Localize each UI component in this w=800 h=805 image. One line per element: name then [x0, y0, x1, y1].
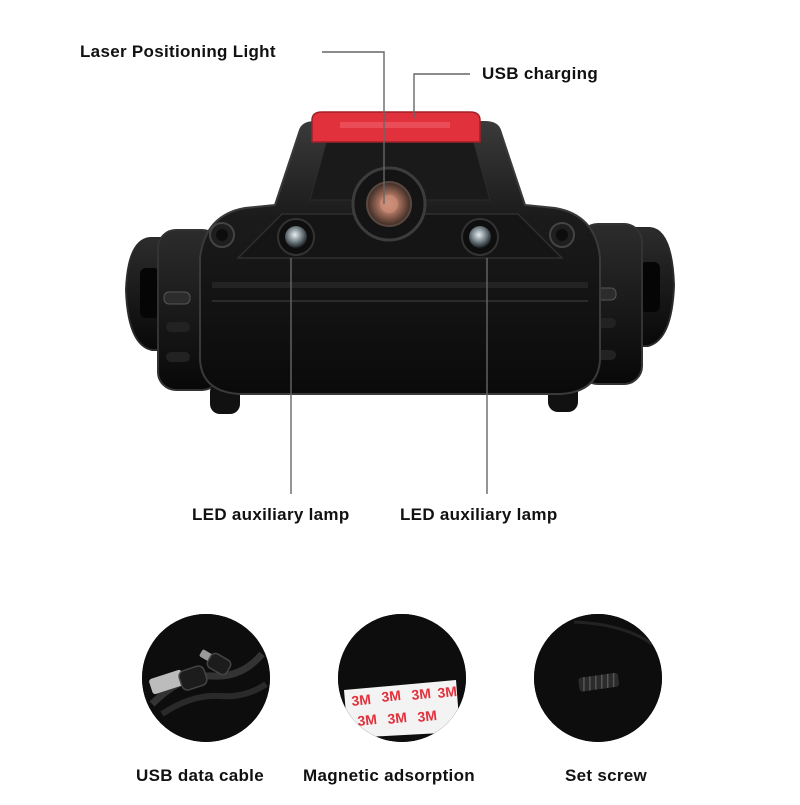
svg-text:3M: 3M	[411, 685, 432, 703]
usb-leader-line	[413, 73, 470, 118]
adhesive-pad-icon: 3M 3M 3M 3M 3M 3M 3M	[338, 614, 466, 742]
svg-text:3M: 3M	[381, 687, 402, 705]
svg-text:3M: 3M	[351, 691, 372, 709]
led-auxiliary-lamp-left	[277, 218, 315, 256]
led-auxiliary-lamp-right-label: LED auxiliary lamp	[400, 505, 558, 524]
laser-lens	[351, 166, 427, 242]
svg-text:3M: 3M	[357, 711, 378, 729]
magnetic-adsorption-thumbnail: 3M 3M 3M 3M 3M 3M 3M	[338, 614, 466, 742]
usb-data-cable-thumbnail	[142, 614, 270, 742]
lamp-body	[199, 121, 601, 395]
laser-leader-line	[322, 51, 385, 204]
svg-text:3M: 3M	[387, 709, 408, 727]
leader-lines	[290, 51, 488, 494]
led-auxiliary-lamp-right	[461, 218, 499, 256]
usb-cable-icon	[142, 614, 270, 742]
accessory-label-magnetic-adsorption: Magnetic adsorption	[303, 766, 475, 785]
laser-positioning-light-label: Laser Positioning Light	[80, 42, 276, 61]
screw-icon	[534, 614, 662, 742]
set-screw-thumbnail	[534, 614, 662, 742]
accessory-label-set-screw: Set screw	[565, 766, 648, 785]
usb-charging-label: USB charging	[482, 64, 599, 83]
svg-text:3M: 3M	[417, 707, 438, 725]
svg-text:3M: 3M	[437, 683, 458, 701]
accessory-label-usb-data-cable: USB data cable	[136, 766, 264, 785]
led-auxiliary-lamp-left-label: LED auxiliary lamp	[192, 505, 350, 524]
